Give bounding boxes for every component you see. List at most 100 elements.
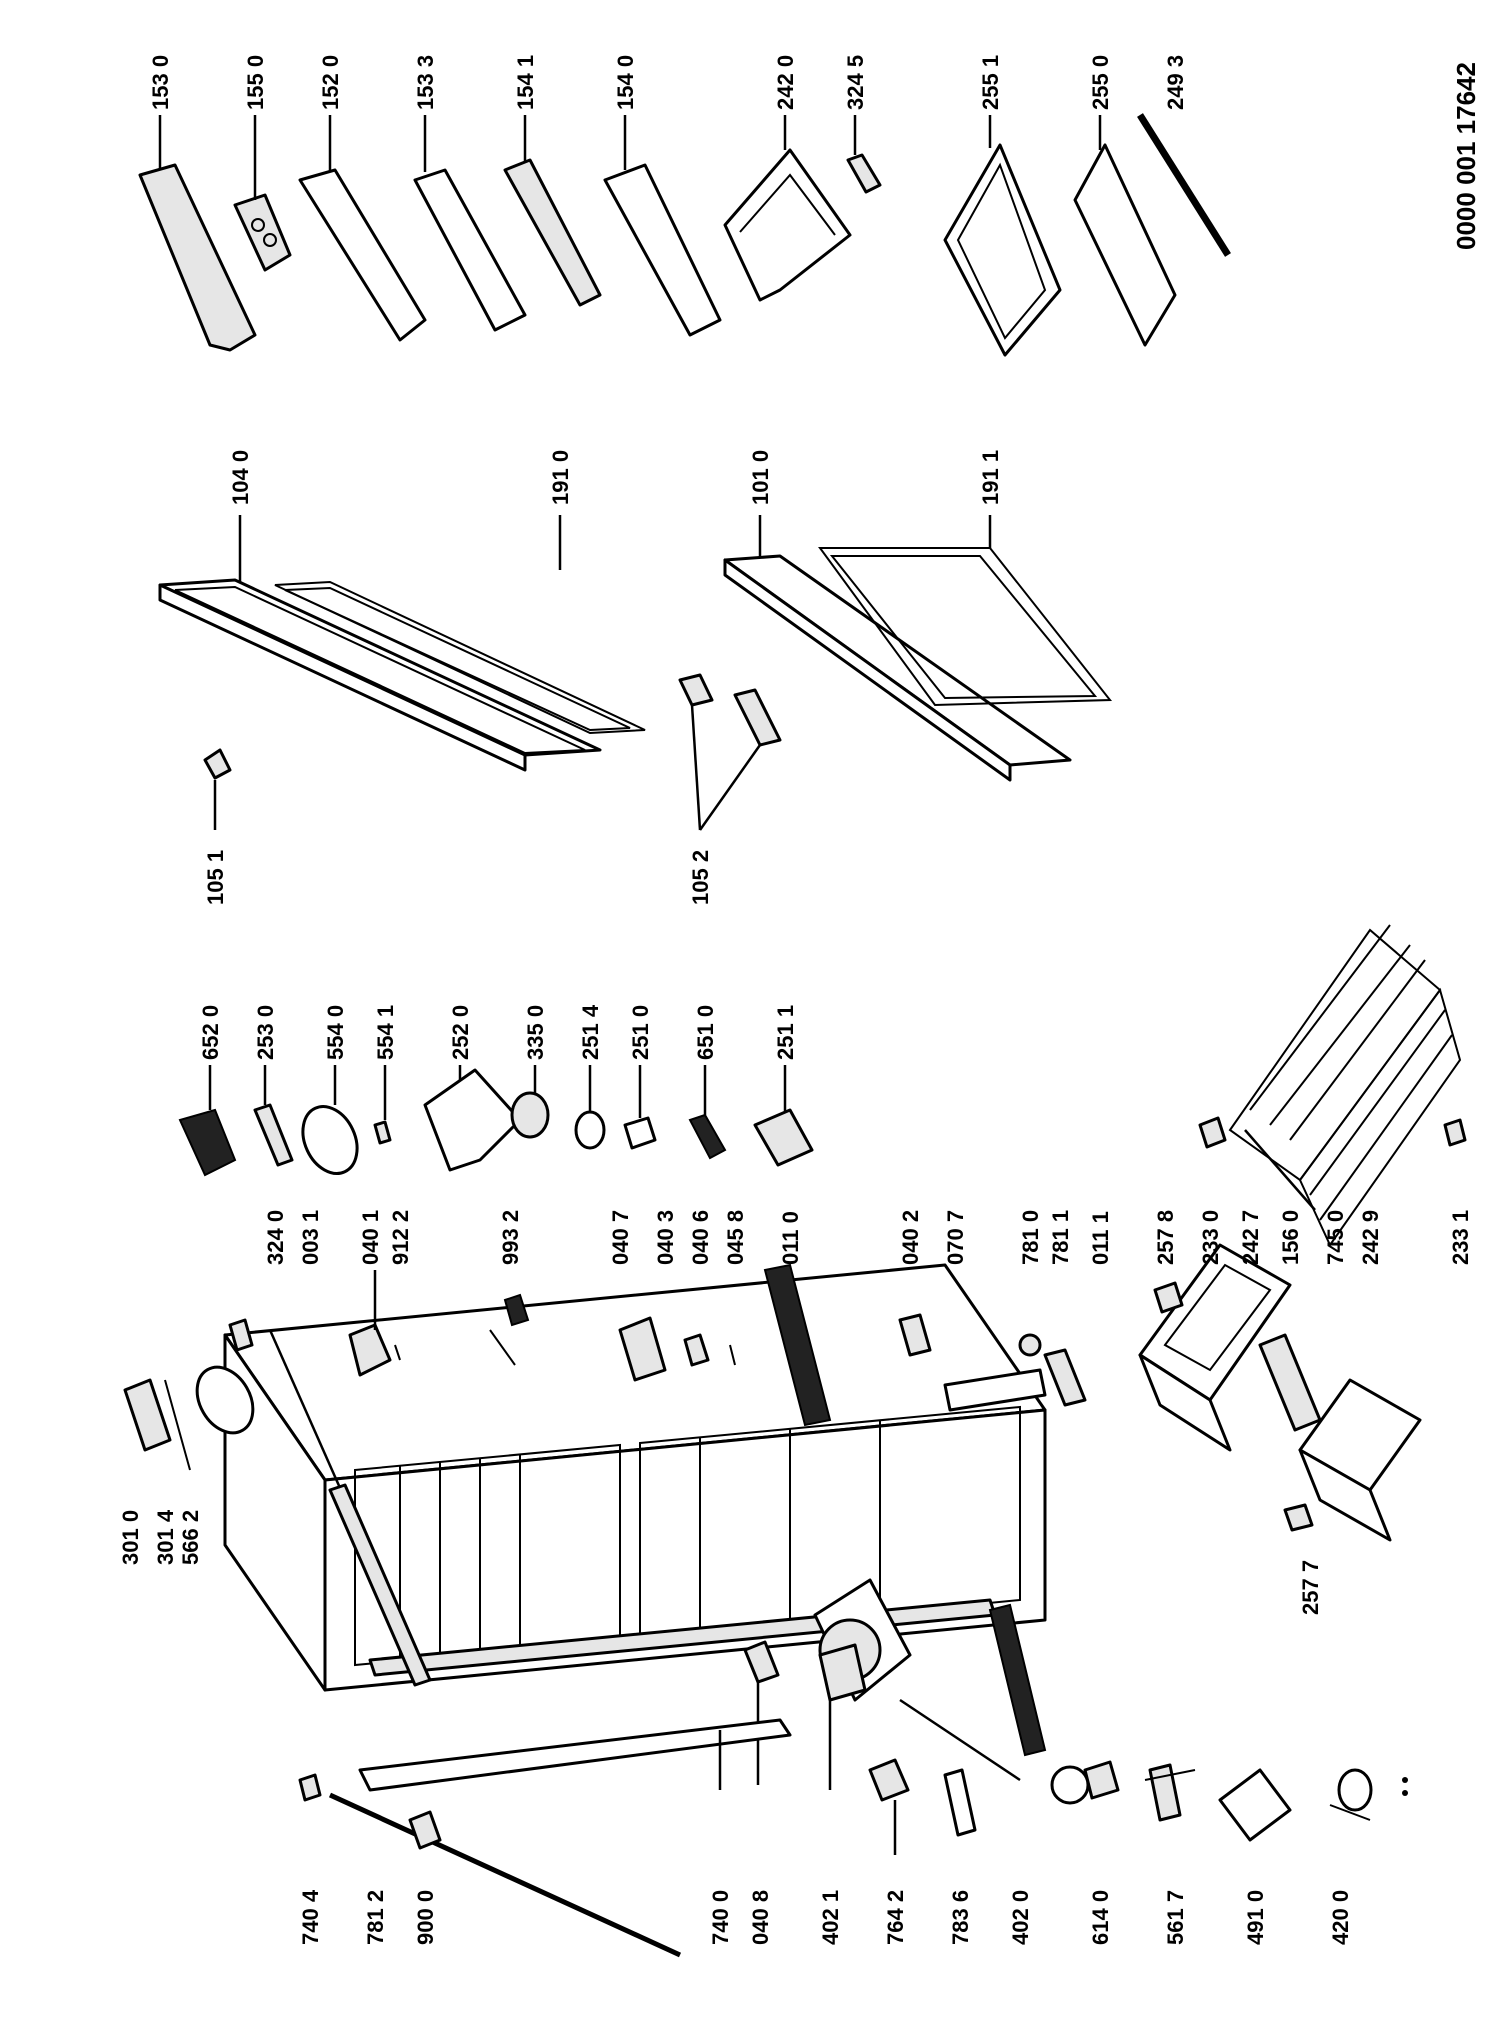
label-783-6: 783 6 — [948, 1890, 973, 1945]
part-257-7-257-8 — [1153, 1281, 1314, 1532]
part-155-0 — [233, 115, 292, 272]
label-740-0: 740 0 — [708, 1890, 733, 1945]
label-040-3: 040 3 — [653, 1210, 678, 1265]
part-740-4 — [298, 1773, 322, 1802]
part-783-6 — [943, 1768, 977, 1837]
label-253-0: 253 0 — [253, 1005, 278, 1060]
part-mark-dots — [1402, 1777, 1408, 1796]
label-402-1: 402 1 — [818, 1890, 843, 1945]
label-152-0: 152 0 — [318, 55, 343, 110]
label-242-9: 242 9 — [1358, 1210, 1383, 1265]
label-249-3: 249 3 — [1163, 55, 1188, 110]
label-040-7: 040 7 — [608, 1210, 633, 1265]
label-233-1: 233 1 — [1448, 1210, 1473, 1265]
part-324-5 — [846, 115, 882, 194]
label-993-2: 993 2 — [498, 1210, 523, 1265]
label-104-0: 104 0 — [228, 450, 253, 505]
label-251-0: 251 0 — [628, 1005, 653, 1060]
label-781-2: 781 2 — [363, 1890, 388, 1945]
part-740-0-condenser — [358, 1718, 792, 1792]
part-251-1 — [753, 1065, 814, 1167]
label-561-7: 561 7 — [1163, 1890, 1188, 1945]
label-900-0: 900 0 — [413, 1890, 438, 1945]
label-781-1: 781 1 — [1048, 1210, 1073, 1265]
label-242-7: 242 7 — [1238, 1210, 1263, 1265]
label-652-0: 652 0 — [198, 1005, 223, 1060]
label-614-0: 614 0 — [1088, 1890, 1113, 1945]
label-233-0: 233 0 — [1198, 1210, 1223, 1265]
label-251-1: 251 1 — [773, 1005, 798, 1060]
label-011-1: 011 1 — [1088, 1211, 1113, 1265]
label-745-0: 745 0 — [1323, 1210, 1348, 1265]
label-554-0: 554 0 — [323, 1005, 348, 1060]
part-233-0-233-1 — [1198, 1116, 1467, 1149]
part-156-0 — [1258, 1333, 1322, 1432]
label-011-0: 011 0 — [778, 1211, 803, 1265]
part-105-1 — [203, 748, 232, 830]
part-251-0 — [623, 1065, 657, 1150]
label-045-8: 045 8 — [723, 1210, 748, 1265]
part-070-7 — [943, 1368, 1047, 1412]
part-561-7 — [1144, 1763, 1196, 1822]
part-554-1 — [373, 1065, 392, 1145]
label-040-1: 040 1 — [358, 1210, 383, 1265]
part-781-0-781-1 — [1018, 1333, 1087, 1407]
label-003-1: 003 1 — [298, 1210, 323, 1265]
label-301-4: 301 4 — [153, 1509, 178, 1565]
label-335-0: 335 0 — [523, 1005, 548, 1060]
label-153-0: 153 0 — [148, 55, 173, 110]
part-252-0 — [423, 1065, 522, 1172]
part-900-0 — [408, 1810, 442, 1850]
part-011-1 — [988, 1603, 1047, 1757]
part-104-0-upper-door — [158, 515, 602, 772]
label-301-0: 301 0 — [118, 1510, 143, 1565]
label-420-0: 420 0 — [1328, 1890, 1353, 1945]
part-242-9-drawer — [1298, 1378, 1422, 1542]
part-003-1 — [268, 1329, 432, 1687]
label-764-2: 764 2 — [883, 1890, 908, 1945]
part-491-0 — [1218, 1768, 1292, 1842]
part-255-0 — [1073, 115, 1177, 347]
part-153-0 — [138, 115, 257, 352]
part-554-0 — [301, 1065, 359, 1175]
label-154-1: 154 1 — [513, 55, 538, 110]
label-324-5: 324 5 — [843, 55, 868, 110]
label-781-0: 781 0 — [1018, 1210, 1043, 1265]
label-402-0: 402 0 — [1008, 1890, 1033, 1945]
label-191-0: 191 0 — [548, 450, 573, 505]
part-912-2 — [394, 1344, 401, 1361]
label-105-2: 105 2 — [688, 850, 713, 905]
label-651-0: 651 0 — [693, 1005, 718, 1060]
part-153-3 — [413, 115, 527, 332]
label-040-6: 040 6 — [688, 1210, 713, 1265]
part-040-group — [618, 1316, 736, 1382]
part-154-1 — [503, 115, 602, 307]
label-252-0: 252 0 — [448, 1005, 473, 1060]
label-491-0: 491 0 — [1243, 1890, 1268, 1945]
label-566-2: 566 2 — [178, 1510, 203, 1565]
part-301-group — [123, 1318, 255, 1471]
label-740-4: 740 4 — [298, 1889, 323, 1945]
label-255-0: 255 0 — [1088, 55, 1113, 110]
label-255-1: 255 1 — [978, 55, 1003, 110]
part-651-0 — [688, 1065, 727, 1160]
part-781-2 — [328, 1792, 682, 1958]
part-105-2 — [678, 673, 782, 831]
part-040-8 — [743, 1640, 780, 1785]
part-255-1 — [943, 115, 1062, 357]
part-745-0-wire-racks — [1228, 924, 1462, 1247]
part-040-1 — [348, 1270, 392, 1377]
part-420-0 — [1329, 1768, 1373, 1821]
part-614-0 — [1050, 1760, 1120, 1805]
part-011-0 — [763, 1263, 832, 1427]
part-993-2 — [489, 1293, 530, 1366]
label-156-0: 156 0 — [1278, 1210, 1303, 1265]
label-070-7: 070 7 — [943, 1210, 968, 1265]
part-251-4 — [574, 1065, 606, 1150]
part-040-2 — [898, 1313, 932, 1357]
part-652-0 — [178, 1065, 237, 1177]
label-554-1: 554 1 — [373, 1005, 398, 1060]
label-912-2: 912 2 — [388, 1210, 413, 1265]
label-101-0: 101 0 — [748, 450, 773, 505]
